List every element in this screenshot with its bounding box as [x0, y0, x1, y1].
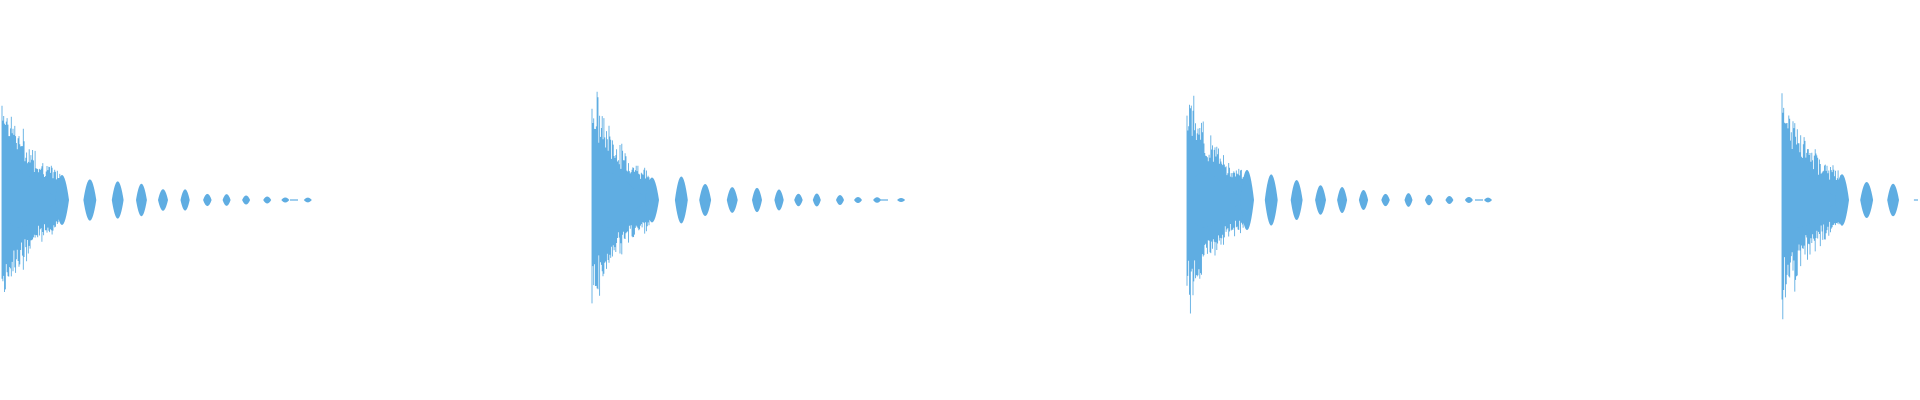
attack-body [1782, 172, 1842, 228]
attack-body [2, 172, 62, 228]
decay-lobe [158, 189, 168, 211]
decay-lobe [281, 197, 290, 203]
drum-hits-group [1, 91, 1918, 320]
decay-lobe [1381, 193, 1390, 207]
decay-lobe [1484, 197, 1492, 203]
decay-lobe [674, 176, 688, 224]
drum-hit-4 [1781, 93, 1918, 320]
decay-lobe [1315, 185, 1326, 215]
drum-hit-3 [1186, 95, 1492, 314]
drum-hit-1 [1, 105, 312, 292]
decay-lobe [1404, 193, 1413, 207]
decay-lobe [873, 197, 882, 203]
decay-lobe [1424, 194, 1433, 206]
decay-lobe [812, 193, 821, 207]
decay-lobe [774, 189, 784, 211]
decay-lobe [242, 195, 251, 205]
decay-lobe [83, 179, 97, 221]
decay-lobe [136, 183, 147, 217]
decay-lobe [1337, 186, 1348, 214]
attack-body [1187, 172, 1247, 228]
decay-lobe [1358, 190, 1369, 210]
decay-lobe [1464, 197, 1473, 203]
drum-hit-2 [591, 91, 906, 304]
decay-lobe [222, 194, 231, 206]
decay-lobe [1835, 174, 1849, 226]
decay-lobe [897, 198, 906, 202]
decay-lobe [1264, 174, 1278, 226]
decay-lobe [1240, 169, 1254, 231]
decay-lobe [1445, 196, 1454, 204]
decay-lobe [180, 189, 190, 211]
decay-lobe [699, 183, 712, 217]
decay-lobe [111, 181, 124, 219]
decay-lobe [645, 177, 659, 223]
decay-lobe [1860, 182, 1874, 218]
decay-lobe [1290, 179, 1303, 221]
decay-lobe [836, 195, 844, 205]
attack-body [592, 172, 652, 228]
decay-lobe [854, 196, 862, 204]
decay-lobe [1887, 183, 1899, 217]
decay-lobe [794, 193, 803, 207]
decay-lobe [303, 197, 312, 203]
decay-lobe [263, 196, 272, 204]
decay-lobe [55, 175, 69, 225]
decay-lobe [752, 187, 762, 213]
decay-lobe [203, 193, 212, 207]
decay-lobe [726, 187, 738, 213]
